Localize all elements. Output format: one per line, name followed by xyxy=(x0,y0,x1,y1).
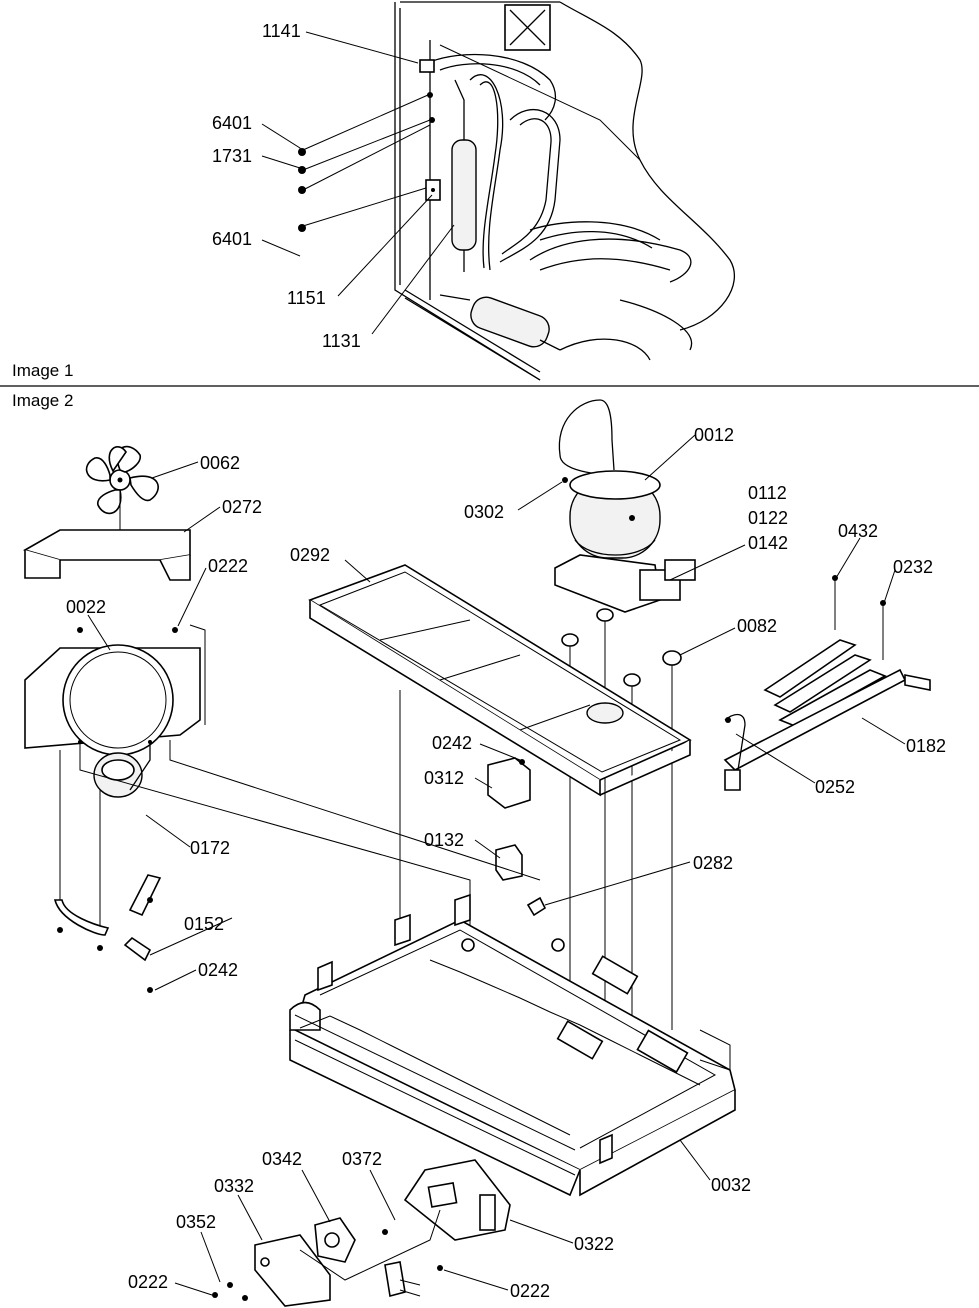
callout-0182: 0182 xyxy=(906,736,946,756)
callout-0112: 0112 xyxy=(748,483,787,503)
control-box xyxy=(212,1159,511,1307)
callout-0082: 0082 xyxy=(737,616,777,636)
callout-0272: 0272 xyxy=(222,497,262,517)
callout-0342: 0342 xyxy=(262,1149,302,1169)
fan-blade xyxy=(85,445,159,530)
callout-0252: 0252 xyxy=(815,777,855,797)
callout-0432: 0432 xyxy=(838,521,878,541)
callout-0292: 0292 xyxy=(290,545,330,565)
callout-0372: 0372 xyxy=(342,1149,382,1169)
callout-1141: 1141 xyxy=(262,21,301,41)
image1-drawing xyxy=(394,1,736,381)
image1-labels: 1141 6401 1731 6401 1151 1131 xyxy=(212,21,361,351)
callout-0222: 0222 xyxy=(128,1272,168,1292)
callout-0222: 0222 xyxy=(208,556,248,576)
callout-0222: 0222 xyxy=(510,1281,550,1301)
drain-pan xyxy=(308,564,692,797)
callout-0022: 0022 xyxy=(66,597,106,617)
callout-0312: 0312 xyxy=(424,768,464,788)
callout-1151: 1151 xyxy=(287,288,326,308)
callout-0172: 0172 xyxy=(190,838,230,858)
callout-0242: 0242 xyxy=(198,960,238,980)
image1-caption: Image 1 xyxy=(12,361,73,380)
callout-6401: 6401 xyxy=(212,113,252,133)
callout-6401: 6401 xyxy=(212,229,252,249)
fan-bracket xyxy=(24,624,206,756)
callout-0152: 0152 xyxy=(184,914,224,934)
callout-0242: 0242 xyxy=(432,733,472,753)
callout-1731: 1731 xyxy=(212,146,252,166)
callout-0302: 0302 xyxy=(464,502,504,522)
callout-0062: 0062 xyxy=(200,453,240,473)
fan-shroud xyxy=(22,529,191,581)
callout-0132: 0132 xyxy=(424,830,464,850)
condenser-coils xyxy=(294,959,701,1176)
callout-0142: 0142 xyxy=(748,533,788,553)
compressor xyxy=(554,399,696,613)
image2-leaders xyxy=(87,434,906,1296)
right-side-parts xyxy=(723,575,931,791)
image1-leaders xyxy=(261,31,455,335)
base-pan xyxy=(289,893,736,1197)
callout-0232: 0232 xyxy=(893,557,933,577)
image2-caption: Image 2 xyxy=(12,391,73,410)
callout-0122: 0122 xyxy=(748,508,788,528)
callout-0012: 0012 xyxy=(694,425,734,445)
electrical-components xyxy=(487,757,547,917)
callout-0332: 0332 xyxy=(214,1176,254,1196)
callout-0282: 0282 xyxy=(693,853,733,873)
callout-0322: 0322 xyxy=(574,1234,614,1254)
callout-0352: 0352 xyxy=(176,1212,216,1232)
motor-brackets xyxy=(53,874,162,993)
fan-motor xyxy=(59,740,151,930)
callout-0032: 0032 xyxy=(711,1175,751,1195)
callout-1131: 1131 xyxy=(322,331,361,351)
image2-labels: 0062 0272 0222 0022 0172 0152 0242 0292 … xyxy=(66,425,946,1301)
